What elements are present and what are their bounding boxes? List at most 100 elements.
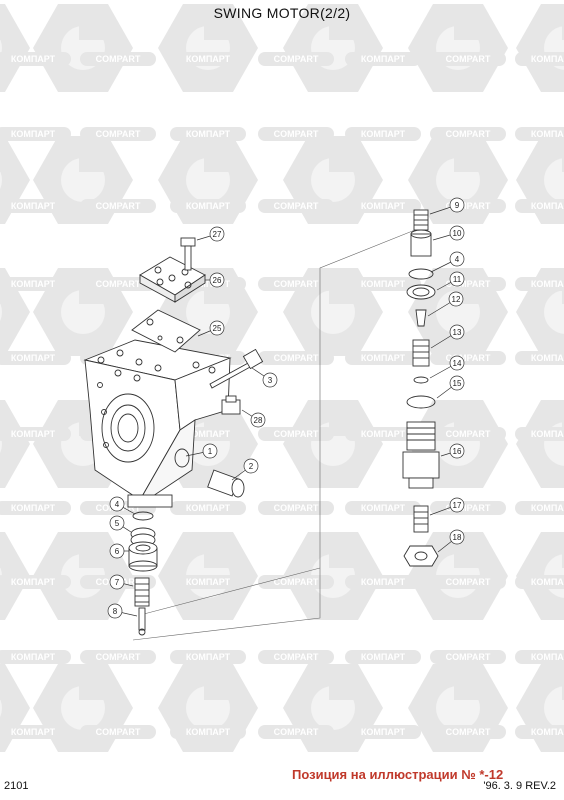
- watermark-label: КОМПАРТ: [515, 575, 564, 589]
- watermark-label: КОМПАРТ: [515, 725, 564, 739]
- svg-text:COMPART: COMPART: [446, 652, 491, 662]
- svg-text:11: 11: [453, 275, 462, 284]
- svg-text:COMPART: COMPART: [274, 503, 319, 513]
- svg-text:КОМПАРТ: КОМПАРТ: [361, 129, 406, 139]
- svg-text:COMPART: COMPART: [446, 54, 491, 64]
- svg-text:15: 15: [453, 379, 462, 388]
- watermark-label: COMPART: [258, 199, 334, 213]
- watermark-logos: [0, 4, 564, 752]
- watermark-label: COMPART: [430, 650, 506, 664]
- watermark-label: КОМПАРТ: [170, 725, 246, 739]
- svg-text:КОМПАРТ: КОМПАРТ: [531, 577, 564, 587]
- svg-text:КОМПАРТ: КОМПАРТ: [361, 54, 406, 64]
- svg-text:КОМПАРТ: КОМПАРТ: [361, 429, 406, 439]
- illustration-position-note: Позиция на иллюстрации № *-12: [292, 767, 504, 782]
- watermark-label: КОМПАРТ: [170, 650, 246, 664]
- callout-5: 5: [109, 515, 132, 533]
- watermark-label: КОМПАРТ: [515, 199, 564, 213]
- svg-text:COMPART: COMPART: [274, 353, 319, 363]
- svg-text:КОМПАРТ: КОМПАРТ: [531, 54, 564, 64]
- callout-11: 11: [436, 271, 465, 291]
- svg-text:6: 6: [115, 547, 120, 556]
- svg-text:КОМПАРТ: КОМПАРТ: [531, 503, 564, 513]
- svg-text:КОМПАРТ: КОМПАРТ: [361, 353, 406, 363]
- watermark-label: КОМПАРТ: [345, 575, 421, 589]
- svg-text:КОМПАРТ: КОМПАРТ: [531, 129, 564, 139]
- watermark-label: COMPART: [430, 575, 506, 589]
- svg-text:КОМПАРТ: КОМПАРТ: [531, 652, 564, 662]
- svg-text:КОМПАРТ: КОМПАРТ: [361, 201, 406, 211]
- watermark-label: COMPART: [430, 199, 506, 213]
- watermark-logo: [33, 532, 133, 620]
- svg-text:КОМПАРТ: КОМПАРТ: [11, 503, 56, 513]
- watermark-label: COMPART: [258, 725, 334, 739]
- watermark-label: КОМПАРТ: [0, 52, 71, 66]
- svg-text:КОМПАРТ: КОМПАРТ: [531, 429, 564, 439]
- watermark-label: КОМПАРТ: [170, 501, 246, 515]
- svg-text:13: 13: [453, 328, 462, 337]
- svg-text:КОМПАРТ: КОМПАРТ: [186, 429, 231, 439]
- gasket-plate: [131, 309, 201, 353]
- watermark-label: КОМПАРТ: [345, 650, 421, 664]
- svg-text:КОМПАРТ: КОМПАРТ: [361, 727, 406, 737]
- revision-label: '96. 3. 9 REV.2: [483, 780, 556, 792]
- callout-28: 28: [241, 409, 266, 428]
- callout-12: 12: [427, 291, 464, 317]
- svg-text:КОМПАРТ: КОМПАРТ: [186, 503, 231, 513]
- svg-text:COMPART: COMPART: [446, 577, 491, 587]
- callout-16: 16: [440, 443, 465, 459]
- svg-text:КОМПАРТ: КОМПАРТ: [186, 54, 231, 64]
- watermark-label: КОМПАРТ: [0, 277, 71, 291]
- callout-25: 25: [197, 320, 225, 337]
- svg-text:COMPART: COMPART: [274, 577, 319, 587]
- watermark-label: КОМПАРТ: [515, 427, 564, 441]
- watermark-label: COMPART: [430, 52, 506, 66]
- svg-text:КОМПАРТ: КОМПАРТ: [361, 503, 406, 513]
- svg-text:1: 1: [208, 447, 213, 456]
- svg-text:COMPART: COMPART: [96, 201, 141, 211]
- callout-6: 6: [109, 543, 129, 559]
- svg-text:COMPART: COMPART: [274, 652, 319, 662]
- svg-text:COMPART: COMPART: [446, 279, 491, 289]
- watermark-label: КОМПАРТ: [515, 52, 564, 66]
- svg-text:COMPART: COMPART: [274, 54, 319, 64]
- plug-28: [221, 395, 241, 415]
- svg-text:COMPART: COMPART: [96, 54, 141, 64]
- watermark-label: COMPART: [258, 650, 334, 664]
- callout-18: 18: [437, 529, 465, 553]
- svg-text:КОМПАРТ: КОМПАРТ: [11, 279, 56, 289]
- watermark-label: КОМПАРТ: [0, 351, 71, 365]
- svg-text:КОМПАРТ: КОМПАРТ: [11, 201, 56, 211]
- watermark-label: КОМПАРТ: [345, 127, 421, 141]
- watermark-label: КОМПАРТ: [345, 501, 421, 515]
- callout-13: 13: [430, 324, 465, 349]
- plug-2: [207, 469, 245, 498]
- svg-text:КОМПАРТ: КОМПАРТ: [11, 727, 56, 737]
- svg-text:16: 16: [453, 447, 462, 456]
- watermark-label: COMPART: [430, 351, 506, 365]
- svg-text:COMPART: COMPART: [446, 353, 491, 363]
- svg-text:КОМПАРТ: КОМПАРТ: [361, 577, 406, 587]
- svg-text:КОМПАРТ: КОМПАРТ: [11, 353, 56, 363]
- watermark-label: КОМПАРТ: [0, 501, 71, 515]
- svg-text:26: 26: [213, 276, 222, 285]
- callout-7: 7: [109, 574, 134, 590]
- watermark-label: COMPART: [80, 127, 156, 141]
- watermark-label: КОМПАРТ: [170, 52, 246, 66]
- svg-text:КОМПАРТ: КОМПАРТ: [11, 577, 56, 587]
- svg-text:27: 27: [213, 230, 222, 239]
- callout-2: 2: [231, 458, 259, 481]
- callout-1: 1: [185, 443, 218, 459]
- svg-text:COMPART: COMPART: [446, 429, 491, 439]
- watermark-label: КОМПАРТ: [515, 650, 564, 664]
- svg-text:КОМПАРТ: КОМПАРТ: [186, 201, 231, 211]
- callout-4: 4: [430, 251, 465, 273]
- svg-text:8: 8: [113, 607, 118, 616]
- watermark-label: КОМПАРТ: [0, 427, 71, 441]
- watermark-label: COMPART: [80, 650, 156, 664]
- callout-26: 26: [205, 272, 225, 288]
- svg-text:COMPART: COMPART: [274, 129, 319, 139]
